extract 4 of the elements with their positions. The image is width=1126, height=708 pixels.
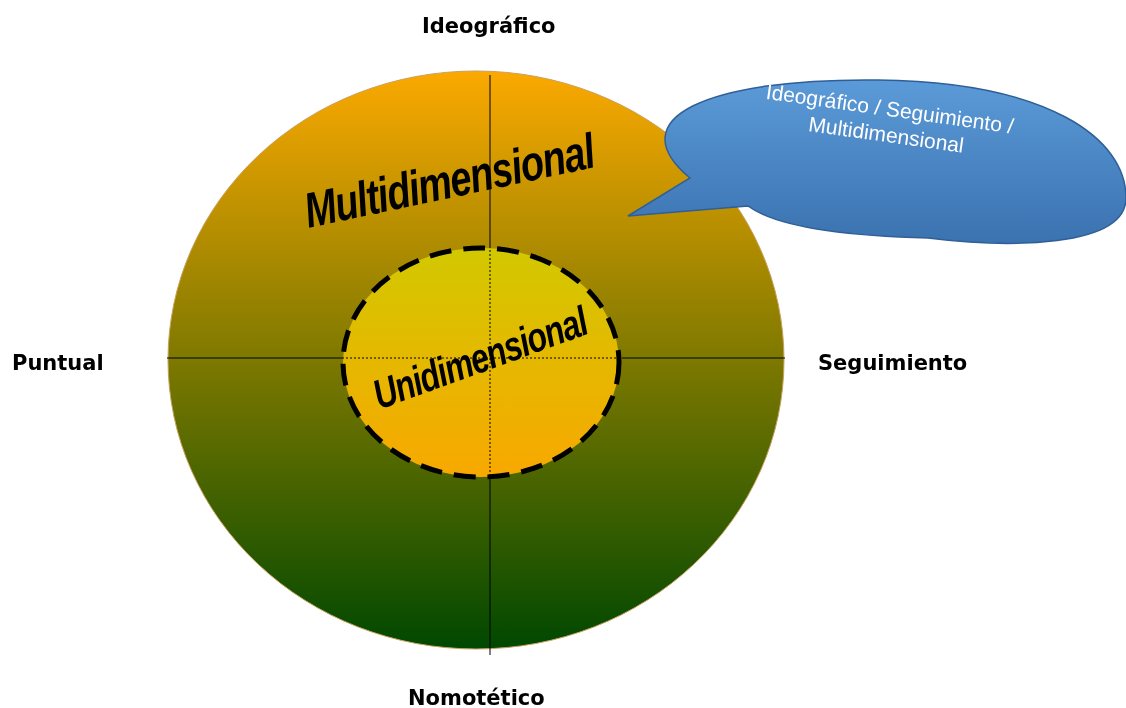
axis-label: Puntual	[12, 351, 104, 375]
axis-label: Ideográfico	[422, 14, 556, 38]
axis-label: Nomotético	[408, 686, 545, 708]
axis-label: Seguimiento	[818, 351, 968, 375]
